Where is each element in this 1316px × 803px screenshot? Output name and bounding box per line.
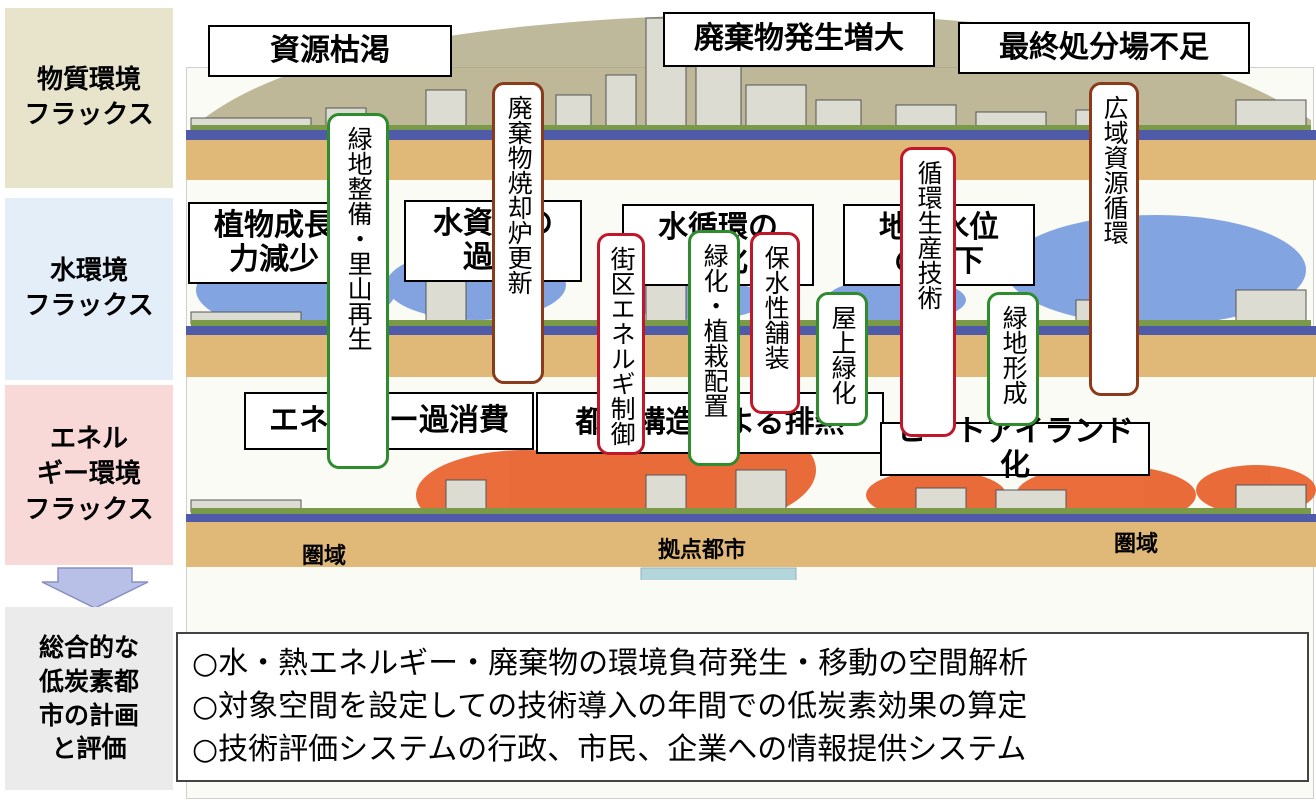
summary-box: ○水・熱エネルギー・廃棄物の環境負荷発生・移動の空間解析 ○対象空間を設定しての… — [176, 632, 1309, 782]
rooftop-greening-measure: 屋上緑化 — [816, 292, 868, 426]
regional-resource-circulation-measure: 広域資源循環 — [1089, 82, 1139, 396]
resource-depletion-callout: 資源枯渇 — [208, 25, 452, 77]
region-left-label: 圏域 — [302, 544, 347, 569]
energy-overconsumption-callout: エネルギー過消費 — [244, 392, 534, 450]
green-satoyama-measure: 緑地整備・里山再生 — [327, 113, 389, 469]
energy-category-bg — [5, 385, 173, 565]
region-right-label: 圏域 — [1114, 532, 1159, 557]
district-energy-control-measure: 街区エネルギ制御 — [597, 233, 645, 455]
overall-evaluation-label: 総合的な 低炭素都 市の計画 と評価 — [38, 633, 139, 764]
summary-line-1: ○水・熱エネルギー・廃棄物の環境負荷発生・移動の空間解析 — [192, 646, 1029, 681]
material-category-bg — [5, 8, 173, 188]
down-arrow-small-icon — [41, 567, 149, 609]
water-retentive-paving-measure: 保水性舗装 — [750, 232, 800, 414]
summary-line-2: ○対象空間を設定しての技術導入の年間での低炭素効果の算定 — [192, 689, 1028, 724]
circular-production-measure: 循環生産技術 — [900, 147, 956, 437]
material-flux-label: 物質環境 フラックス — [24, 64, 154, 130]
greening-planting-measure: 緑化・植栽配置 — [688, 230, 740, 466]
energy-flux-label: エネル ギー環境 フラックス — [24, 424, 154, 525]
summary-line-3: ○技術評価システムの行政、市民、企業への情報提供システム — [192, 732, 1027, 767]
water-category-bg — [5, 198, 173, 380]
landfill-shortage-callout: 最終処分場不足 — [958, 22, 1250, 74]
region-center-label: 拠点都市 — [658, 538, 747, 563]
waste-increase-callout: 廃棄物発生増大 — [663, 12, 935, 67]
green-area-formation-measure: 緑地形成 — [987, 292, 1039, 426]
incinerator-renewal-measure: 廃棄物焼却炉更新 — [492, 82, 544, 384]
overall-category-bg — [5, 607, 173, 790]
water-flux-label: 水環境 フラックス — [24, 255, 154, 321]
